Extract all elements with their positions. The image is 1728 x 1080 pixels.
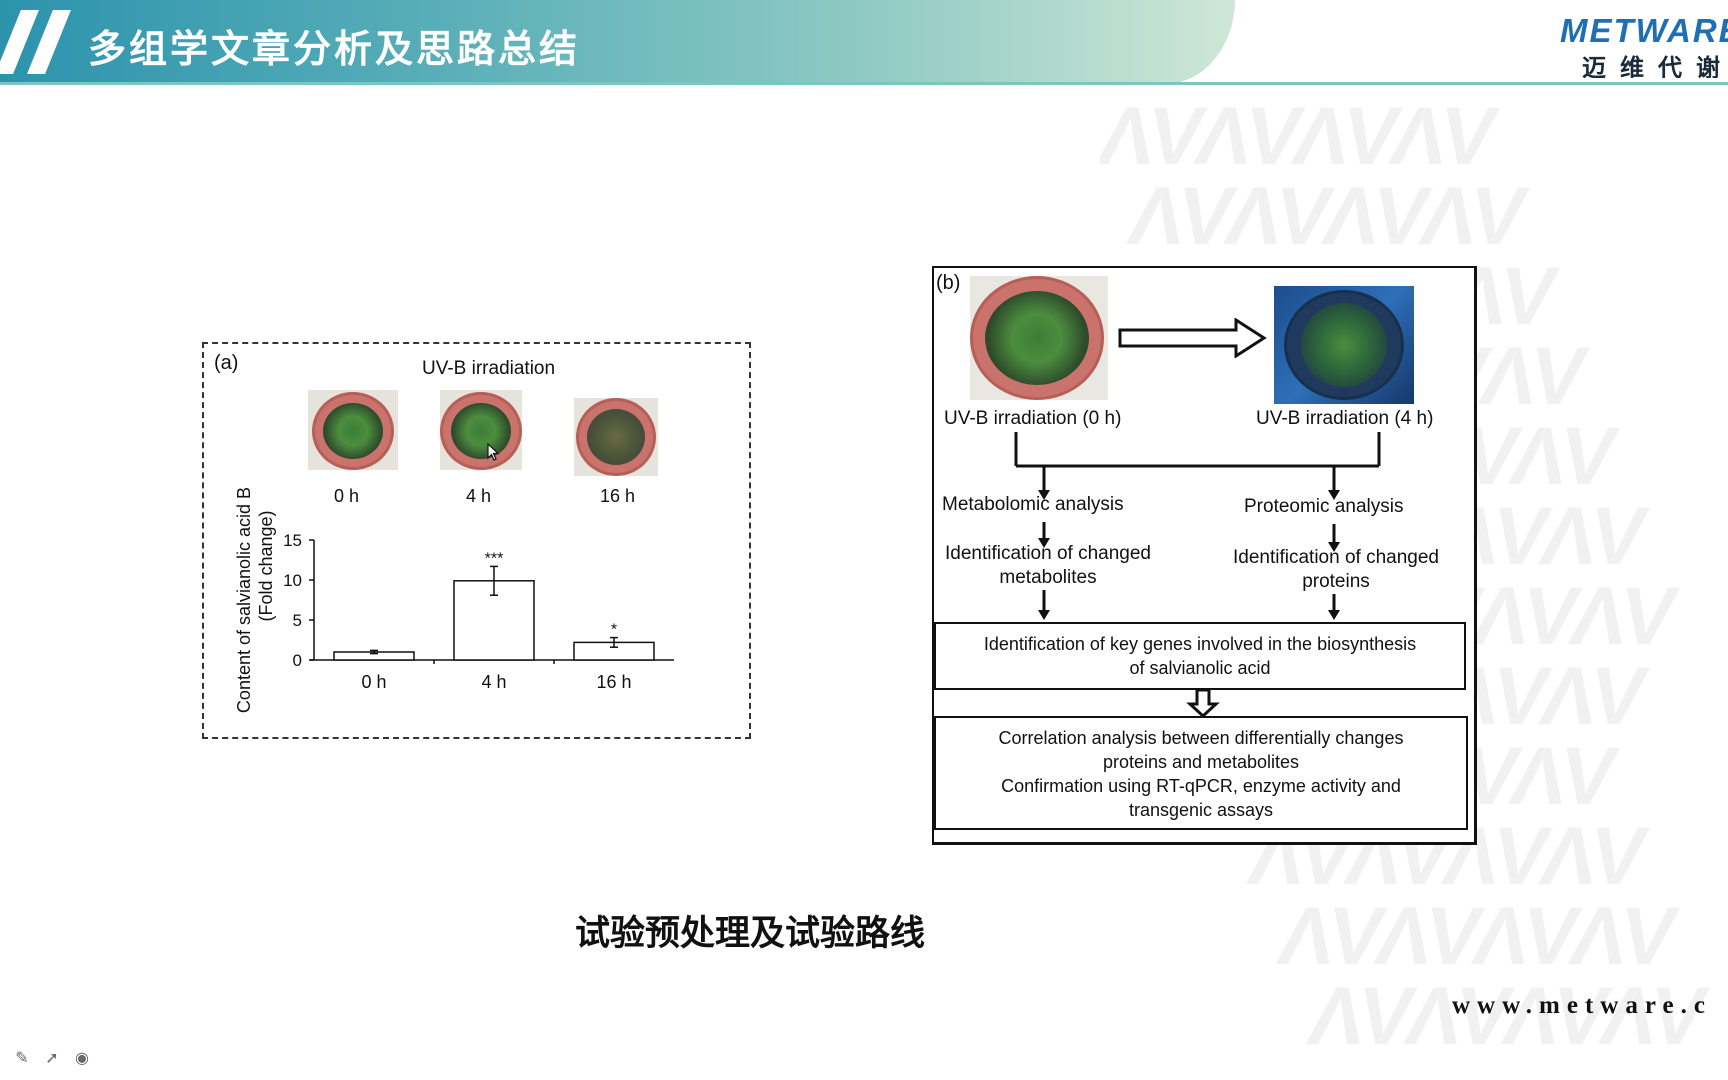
slide-title: 多组学文章分析及思路总结 [88,26,581,71]
label-uvb-0h: UV-B irradiation (0 h) [944,408,1122,429]
logo-chinese-name: 迈维代谢 [1582,54,1728,78]
figure-a-photo-title: UV-B irradiation [422,358,556,379]
changed-metabolites-label: Identification of changed metabolites [945,543,1151,588]
pot-image [1284,290,1404,400]
y-tick-label: 0 [293,651,302,670]
photo-label-4h: 4 h [466,486,492,506]
title-banner: 多组学文章分析及思路总结 [0,0,1235,84]
x-tick-label: 4 h [481,672,506,692]
figure-b: (b) UV-B irradiation (0 h) UV-B irradiat… [932,266,1477,845]
plant-photo-0h [308,390,398,470]
flow-connectors [1014,432,1381,719]
plant-photo-uvb-0h [970,276,1108,400]
y-tick-label: 5 [293,611,302,630]
photo-label-0h: 0 h [334,486,360,506]
slide-caption: 试验预处理及试验路线 [575,913,926,954]
salvianolic-acid-bar-chart: 0 5 10 15 Content of salvianolic acid B(Fold… [234,487,674,713]
plant-photo-4h [440,390,522,470]
pointer-icon[interactable]: ➚ [45,1048,59,1067]
correlation-analysis-box: Correlation analysis between differentia… [934,716,1468,830]
y-axis-label-unit: (Fold change) [256,510,276,621]
figure-a: (a) UV-B irradiation 0 h 4 h 16 h 0 5 10 15… [202,342,751,739]
proteomic-analysis-label: Proteomic analysis [1244,496,1404,517]
right-arrow-icon [1118,318,1267,358]
y-axis-label: Content of salvianolic acid B [234,487,254,713]
label-uvb-4h: UV-B irradiation (4 h) [1256,408,1434,429]
x-tick-label: 0 h [361,672,386,692]
y-tick-label: 10 [283,571,302,590]
significance-label: *** [485,550,504,567]
pen-icon[interactable]: ✎ [15,1048,29,1067]
key-genes-box: Identification of key genes involved in … [934,622,1466,690]
significance-label: * [611,622,617,639]
company-logo: METWARE 迈维代谢 [1560,12,1728,78]
pot-image [312,392,394,470]
plant-photo-16h [574,398,658,476]
changed-proteins-label: Identification of changed proteins [1233,547,1439,592]
header-rule [0,82,1728,85]
plant-photo-uvb-4h [1274,286,1414,404]
pot-image [970,276,1104,400]
pot-image [440,392,522,470]
website-url: www.metware.c [1452,992,1712,1019]
figure-b-panel-label: (b) [936,272,961,294]
header: 多组学文章分析及思路总结 METWARE 迈维代谢 [0,0,1728,86]
metabolomic-analysis-label: Metabolomic analysis [942,494,1124,515]
pot-image [576,398,656,476]
photo-label-16h: 16 h [600,486,636,506]
y-tick-label: 15 [283,531,302,550]
logo-wordmark: METWARE [1560,12,1728,49]
record-icon[interactable]: ◉ [75,1048,89,1067]
x-tick-label: 16 h [596,672,631,692]
figure-a-panel-label: (a) [214,352,239,374]
mouse-cursor-icon [487,443,500,461]
